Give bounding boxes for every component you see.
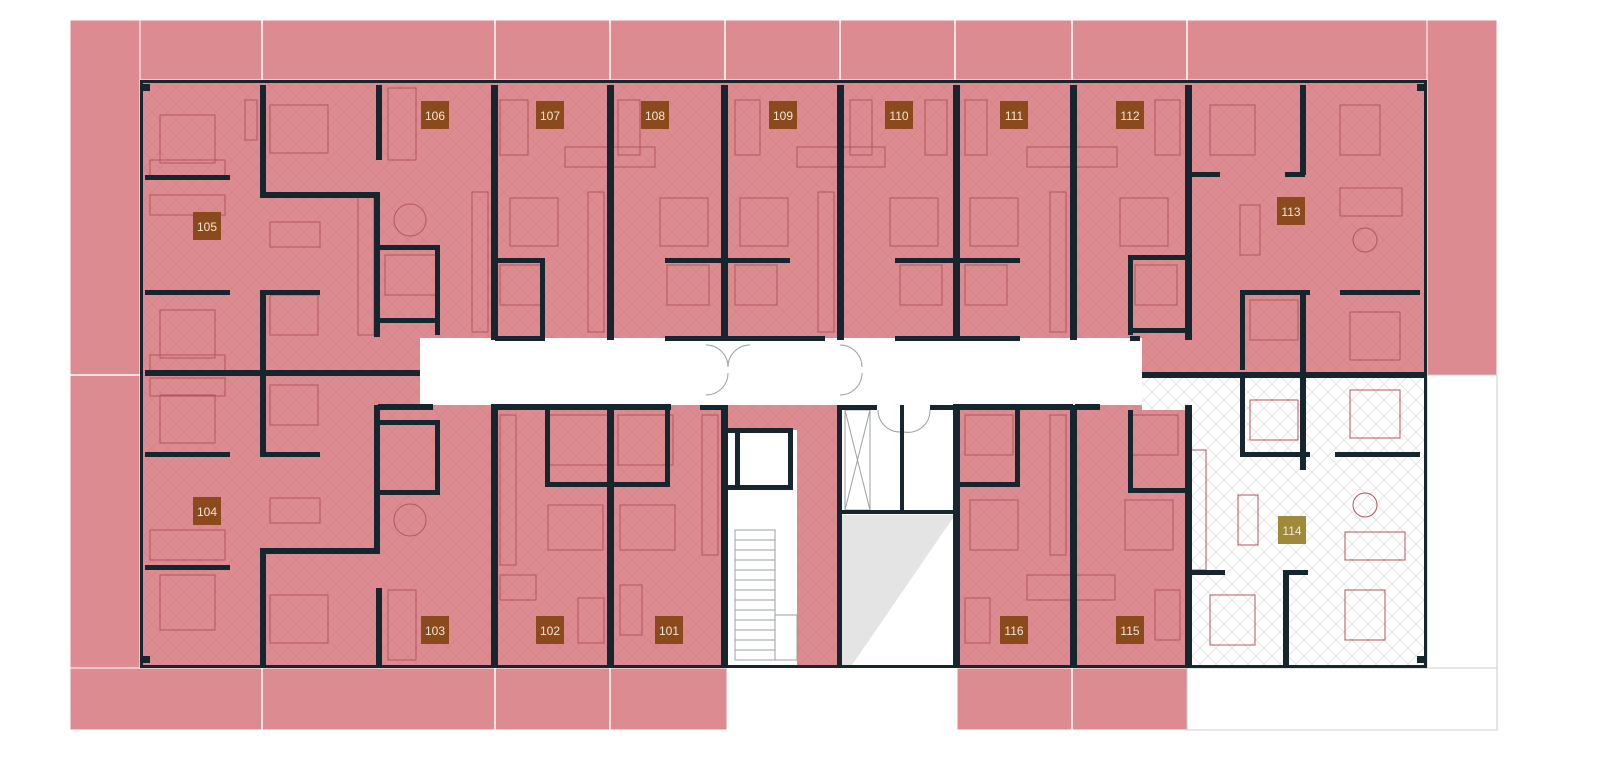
unit-badge-104[interactable]: 104: [193, 497, 221, 525]
unit-number-label: 110: [889, 109, 908, 123]
unit-number-label: 107: [540, 109, 560, 123]
unit-badge-112[interactable]: 112: [1116, 101, 1144, 129]
terraces: [69, 19, 1498, 731]
unit-badge-box[interactable]: [1000, 616, 1028, 644]
unit-badge-box[interactable]: [885, 101, 913, 129]
unit-badge-box[interactable]: [1116, 101, 1144, 129]
unit-number-label: 108: [645, 109, 665, 123]
unit-number-label: 112: [1120, 109, 1139, 123]
unit-number-label: 109: [773, 109, 793, 123]
unit-badge-box[interactable]: [193, 212, 221, 240]
unit-number-label: 101: [659, 624, 679, 638]
unit-badge-box[interactable]: [1116, 616, 1144, 644]
unit-badge-108[interactable]: 108: [641, 101, 669, 129]
doors: [705, 344, 931, 433]
unit-badge-106[interactable]: 106: [421, 101, 449, 129]
unit-badge-box[interactable]: [1278, 516, 1306, 544]
unit-number-label: 115: [1120, 624, 1139, 638]
unit-badge-102[interactable]: 102: [536, 616, 564, 644]
unit-badge-115[interactable]: 115: [1116, 616, 1144, 644]
unit-badge-116[interactable]: 116: [1000, 616, 1028, 644]
unit-badge-box[interactable]: [421, 616, 449, 644]
unit-badge-110[interactable]: 110: [885, 101, 913, 129]
unit-number-label: 105: [197, 220, 217, 234]
walls: [140, 80, 1427, 668]
unit-number-label: 103: [425, 624, 445, 638]
unit-number-label: 116: [1004, 624, 1023, 638]
unit-badge-box[interactable]: [655, 616, 683, 644]
unit-number-label: 104: [197, 505, 217, 519]
unit-badge-103[interactable]: 103: [421, 616, 449, 644]
unit-number-label: 106: [425, 109, 445, 123]
unit-badge-109[interactable]: 109: [769, 101, 797, 129]
unit-badge-box[interactable]: [1277, 197, 1305, 225]
terrace-top: [69, 19, 1498, 81]
unit-number-label: 113: [1281, 205, 1300, 219]
unit-badge-111[interactable]: 111: [1000, 101, 1028, 129]
unit-number-label: 111: [1005, 109, 1024, 123]
unit-number-label: 114: [1282, 524, 1301, 538]
terrace-bottom-left: [69, 667, 728, 731]
unit-badge-box[interactable]: [641, 101, 669, 129]
unit-badge-box[interactable]: [769, 101, 797, 129]
unit-badge-box[interactable]: [536, 101, 564, 129]
unit-badge-105[interactable]: 105: [193, 212, 221, 240]
lobby-shadow: [840, 515, 955, 668]
terrace-right-top: [1426, 19, 1498, 376]
unit-badge-box[interactable]: [536, 616, 564, 644]
unit-badge-box[interactable]: [421, 101, 449, 129]
unit-badge-box[interactable]: [193, 497, 221, 525]
unit-badge-box[interactable]: [1000, 101, 1028, 129]
corridor: [420, 338, 1142, 668]
unit-number-label: 102: [540, 624, 560, 638]
unit-badges: 101 102 103 104 105 106 107 108 109 110 111 112 113 1…: [193, 101, 1306, 644]
unit-badge-101[interactable]: 101: [655, 616, 683, 644]
terrace-bottom-114: [1186, 667, 1498, 731]
unit-badge-107[interactable]: 107: [536, 101, 564, 129]
unit-badge-113[interactable]: 113: [1277, 197, 1305, 225]
unit-badge-114[interactable]: 114: [1278, 516, 1306, 544]
